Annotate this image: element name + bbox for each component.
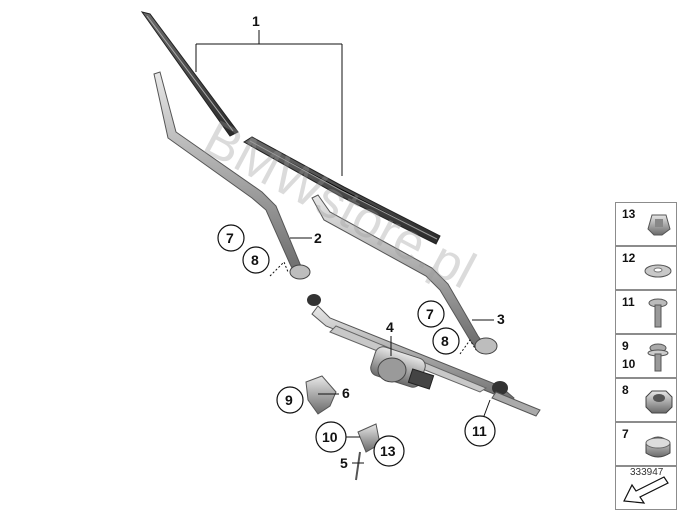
wiper-blade-left (140, 11, 239, 137)
small-bracket-part (355, 423, 381, 481)
callout-1-leader (195, 30, 343, 176)
circled-13: 13 (373, 435, 405, 467)
parts-diagram: BMWstore.pl 1 2 3 4 5 6 7 8 7 8 9 10 13 (140, 11, 541, 481)
circled-9: 9 (276, 386, 304, 414)
panel-label-7: 7 (622, 427, 629, 441)
panel-label-12: 12 (622, 251, 636, 265)
circled-8-right: 8 (432, 327, 477, 355)
bolt-washer-icon (647, 343, 669, 372)
clip-nut-icon (647, 214, 671, 236)
svg-text:11: 11 (472, 423, 487, 439)
svg-text:9: 9 (285, 392, 293, 408)
svg-text:8: 8 (441, 333, 449, 349)
wiper-arm-left (153, 71, 311, 280)
wiper-linkage-motor (307, 294, 541, 417)
callout-1: 1 (252, 13, 260, 29)
circled-7-left: 7 (217, 224, 245, 252)
callout-5: 5 (340, 455, 348, 471)
diagram-reference-number: 333947 (630, 467, 664, 478)
wiper-arm-right (311, 194, 498, 355)
svg-text:10: 10 (322, 429, 338, 445)
callout-6: 6 (342, 385, 350, 401)
watermark-text: BMWstore.pl (194, 109, 484, 300)
panel-item-8[interactable]: 8 (615, 378, 677, 422)
panel-item-12[interactable]: 12 (615, 246, 677, 290)
svg-text:13: 13 (380, 443, 396, 459)
callout-2: 2 (314, 230, 322, 246)
panel-label-13: 13 (622, 207, 636, 221)
panel-label-11: 11 (622, 295, 635, 309)
panel-item-9-10[interactable]: 9 10 (615, 334, 677, 378)
circled-10: 10 (315, 421, 360, 453)
wiper-blade-right (243, 136, 441, 245)
washer-icon (644, 264, 672, 278)
panel-label-8: 8 (622, 383, 629, 397)
panel-item-11[interactable]: 11 (615, 290, 677, 334)
callout-3: 3 (497, 311, 505, 327)
screw-icon (648, 298, 668, 328)
circled-11: 11 (464, 399, 496, 447)
hex-nut-icon (645, 390, 673, 414)
panel-label-10: 10 (622, 357, 636, 371)
circled-7-right: 7 (417, 300, 445, 328)
panel-item-7[interactable]: 7 (615, 422, 677, 466)
svg-text:7: 7 (426, 306, 434, 322)
svg-text:7: 7 (226, 230, 234, 246)
panel-item-13[interactable]: 13 (615, 202, 677, 246)
bracket-part (305, 375, 337, 415)
panel-label-9: 9 (622, 339, 629, 353)
svg-text:8: 8 (251, 252, 259, 268)
callout-4: 4 (386, 319, 394, 335)
circled-8-left: 8 (242, 246, 289, 277)
cap-cover-icon (645, 436, 671, 458)
